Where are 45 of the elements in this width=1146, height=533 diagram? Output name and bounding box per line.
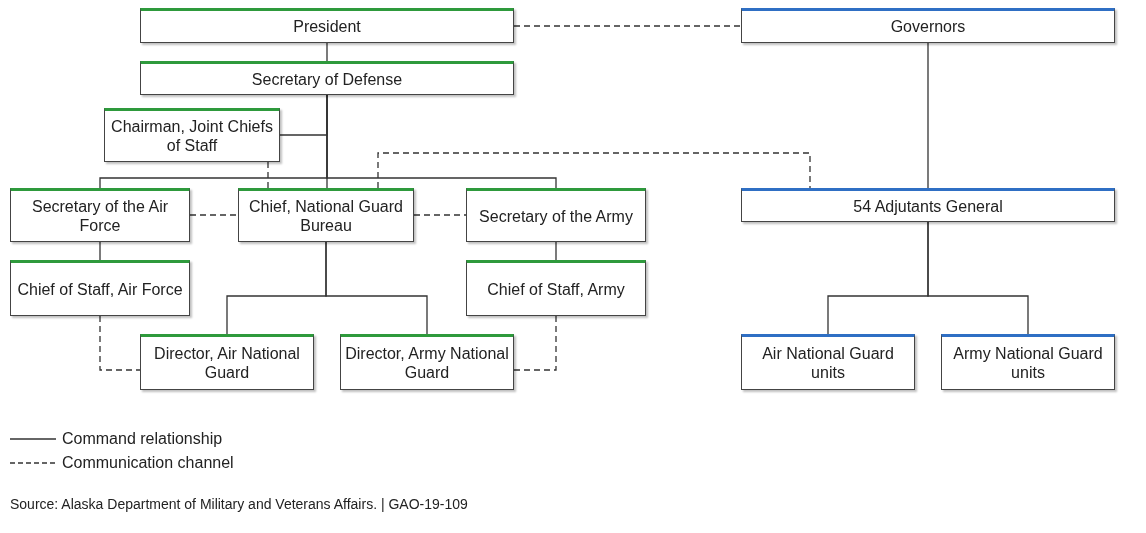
org-box [10, 188, 190, 242]
legend-text: Communication channel [62, 454, 234, 472]
box-label: Director, Army National Guard [345, 344, 509, 382]
box-label: Secretary of the Air Force [30, 197, 170, 235]
box-label: Director, Air National Guard [153, 344, 301, 382]
connector-line [927, 221, 1029, 335]
org-box [466, 260, 646, 316]
org-box [10, 260, 190, 316]
connector-line [99, 241, 101, 261]
box-label: Secretary of the Army [479, 206, 633, 226]
org-box [140, 8, 514, 43]
org-box [466, 188, 646, 242]
org-box [104, 108, 280, 162]
dashed-connector [99, 315, 141, 371]
box-label: President [293, 17, 361, 36]
dashed-connector [413, 214, 467, 216]
org-box [941, 334, 1115, 390]
box-label: Secretary of Defense [251, 69, 403, 89]
box-label: Army National Guard units [952, 344, 1104, 382]
legend-text: Command relationship [62, 430, 223, 448]
box-label: Governors [890, 17, 966, 36]
dashed-connector [377, 152, 811, 189]
dashed-connector [513, 315, 557, 371]
connector-line [325, 241, 428, 335]
dashed-connector [267, 161, 269, 189]
org-box [741, 188, 1115, 222]
connector-line [555, 241, 557, 261]
connector-line [326, 42, 328, 62]
box-label: Chief of Staff, Army [487, 279, 625, 299]
connector-line [326, 94, 557, 189]
connector-line [927, 42, 929, 189]
source-caption: Source: Alaska Department of Military and Veterans Affairs. | GAO-19-109 [10, 496, 468, 512]
box-label: Air National Guard units [761, 344, 895, 382]
org-box [340, 334, 514, 390]
dashed-connector [189, 214, 239, 216]
dashed-connector [513, 25, 742, 27]
org-box [741, 334, 915, 390]
org-box [741, 8, 1115, 43]
org-box [140, 61, 514, 95]
org-box [238, 188, 414, 242]
box-label: 54 Adjutants General [853, 196, 1003, 216]
box-label: Chief, National Guard Bureau [248, 197, 404, 235]
box-label: Chief of Staff, Air Force [17, 279, 183, 299]
org-box [140, 334, 314, 390]
box-label: Chairman, Joint Chiefs of Staff [110, 117, 274, 155]
